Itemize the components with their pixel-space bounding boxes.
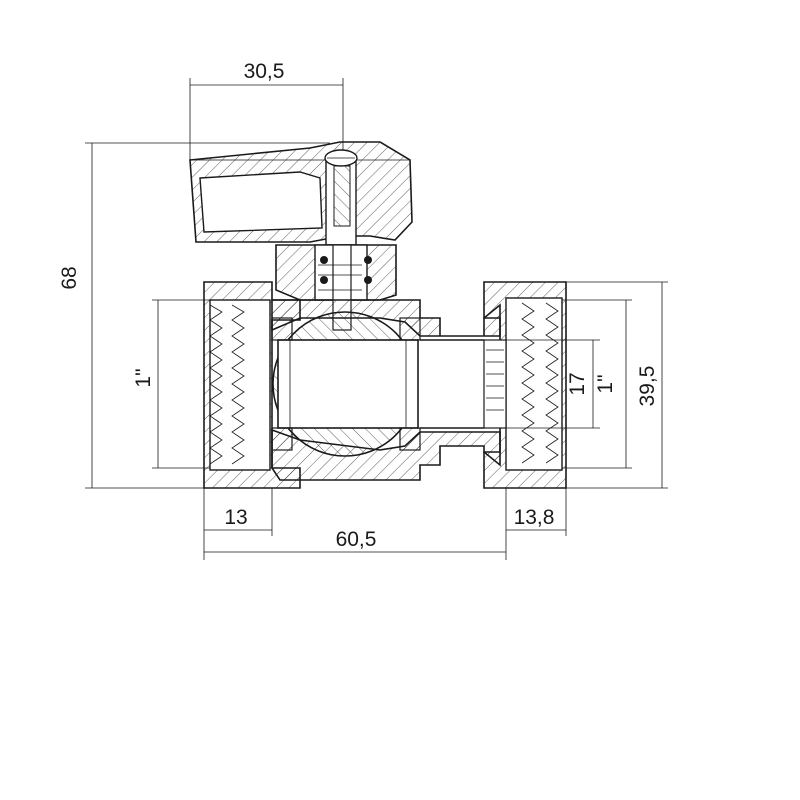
valve-body <box>203 281 567 489</box>
dim-handle-width: 30,5 <box>244 60 285 83</box>
dim-outlet-diameter: 39,5 <box>636 366 659 407</box>
dim-total-length: 60,5 <box>336 528 377 551</box>
dim-outlet-thread: 1" <box>594 374 617 393</box>
dim-inlet-thread: 1" <box>132 368 155 387</box>
valve-handle <box>189 141 413 246</box>
dim-inlet-thread-length: 13 <box>224 506 247 529</box>
dim-outlet-thread-length: 13,8 <box>514 506 555 529</box>
dimension-lines <box>85 78 668 560</box>
dim-outlet-bore: 17 <box>566 372 589 395</box>
dim-total-height: 68 <box>58 266 81 289</box>
